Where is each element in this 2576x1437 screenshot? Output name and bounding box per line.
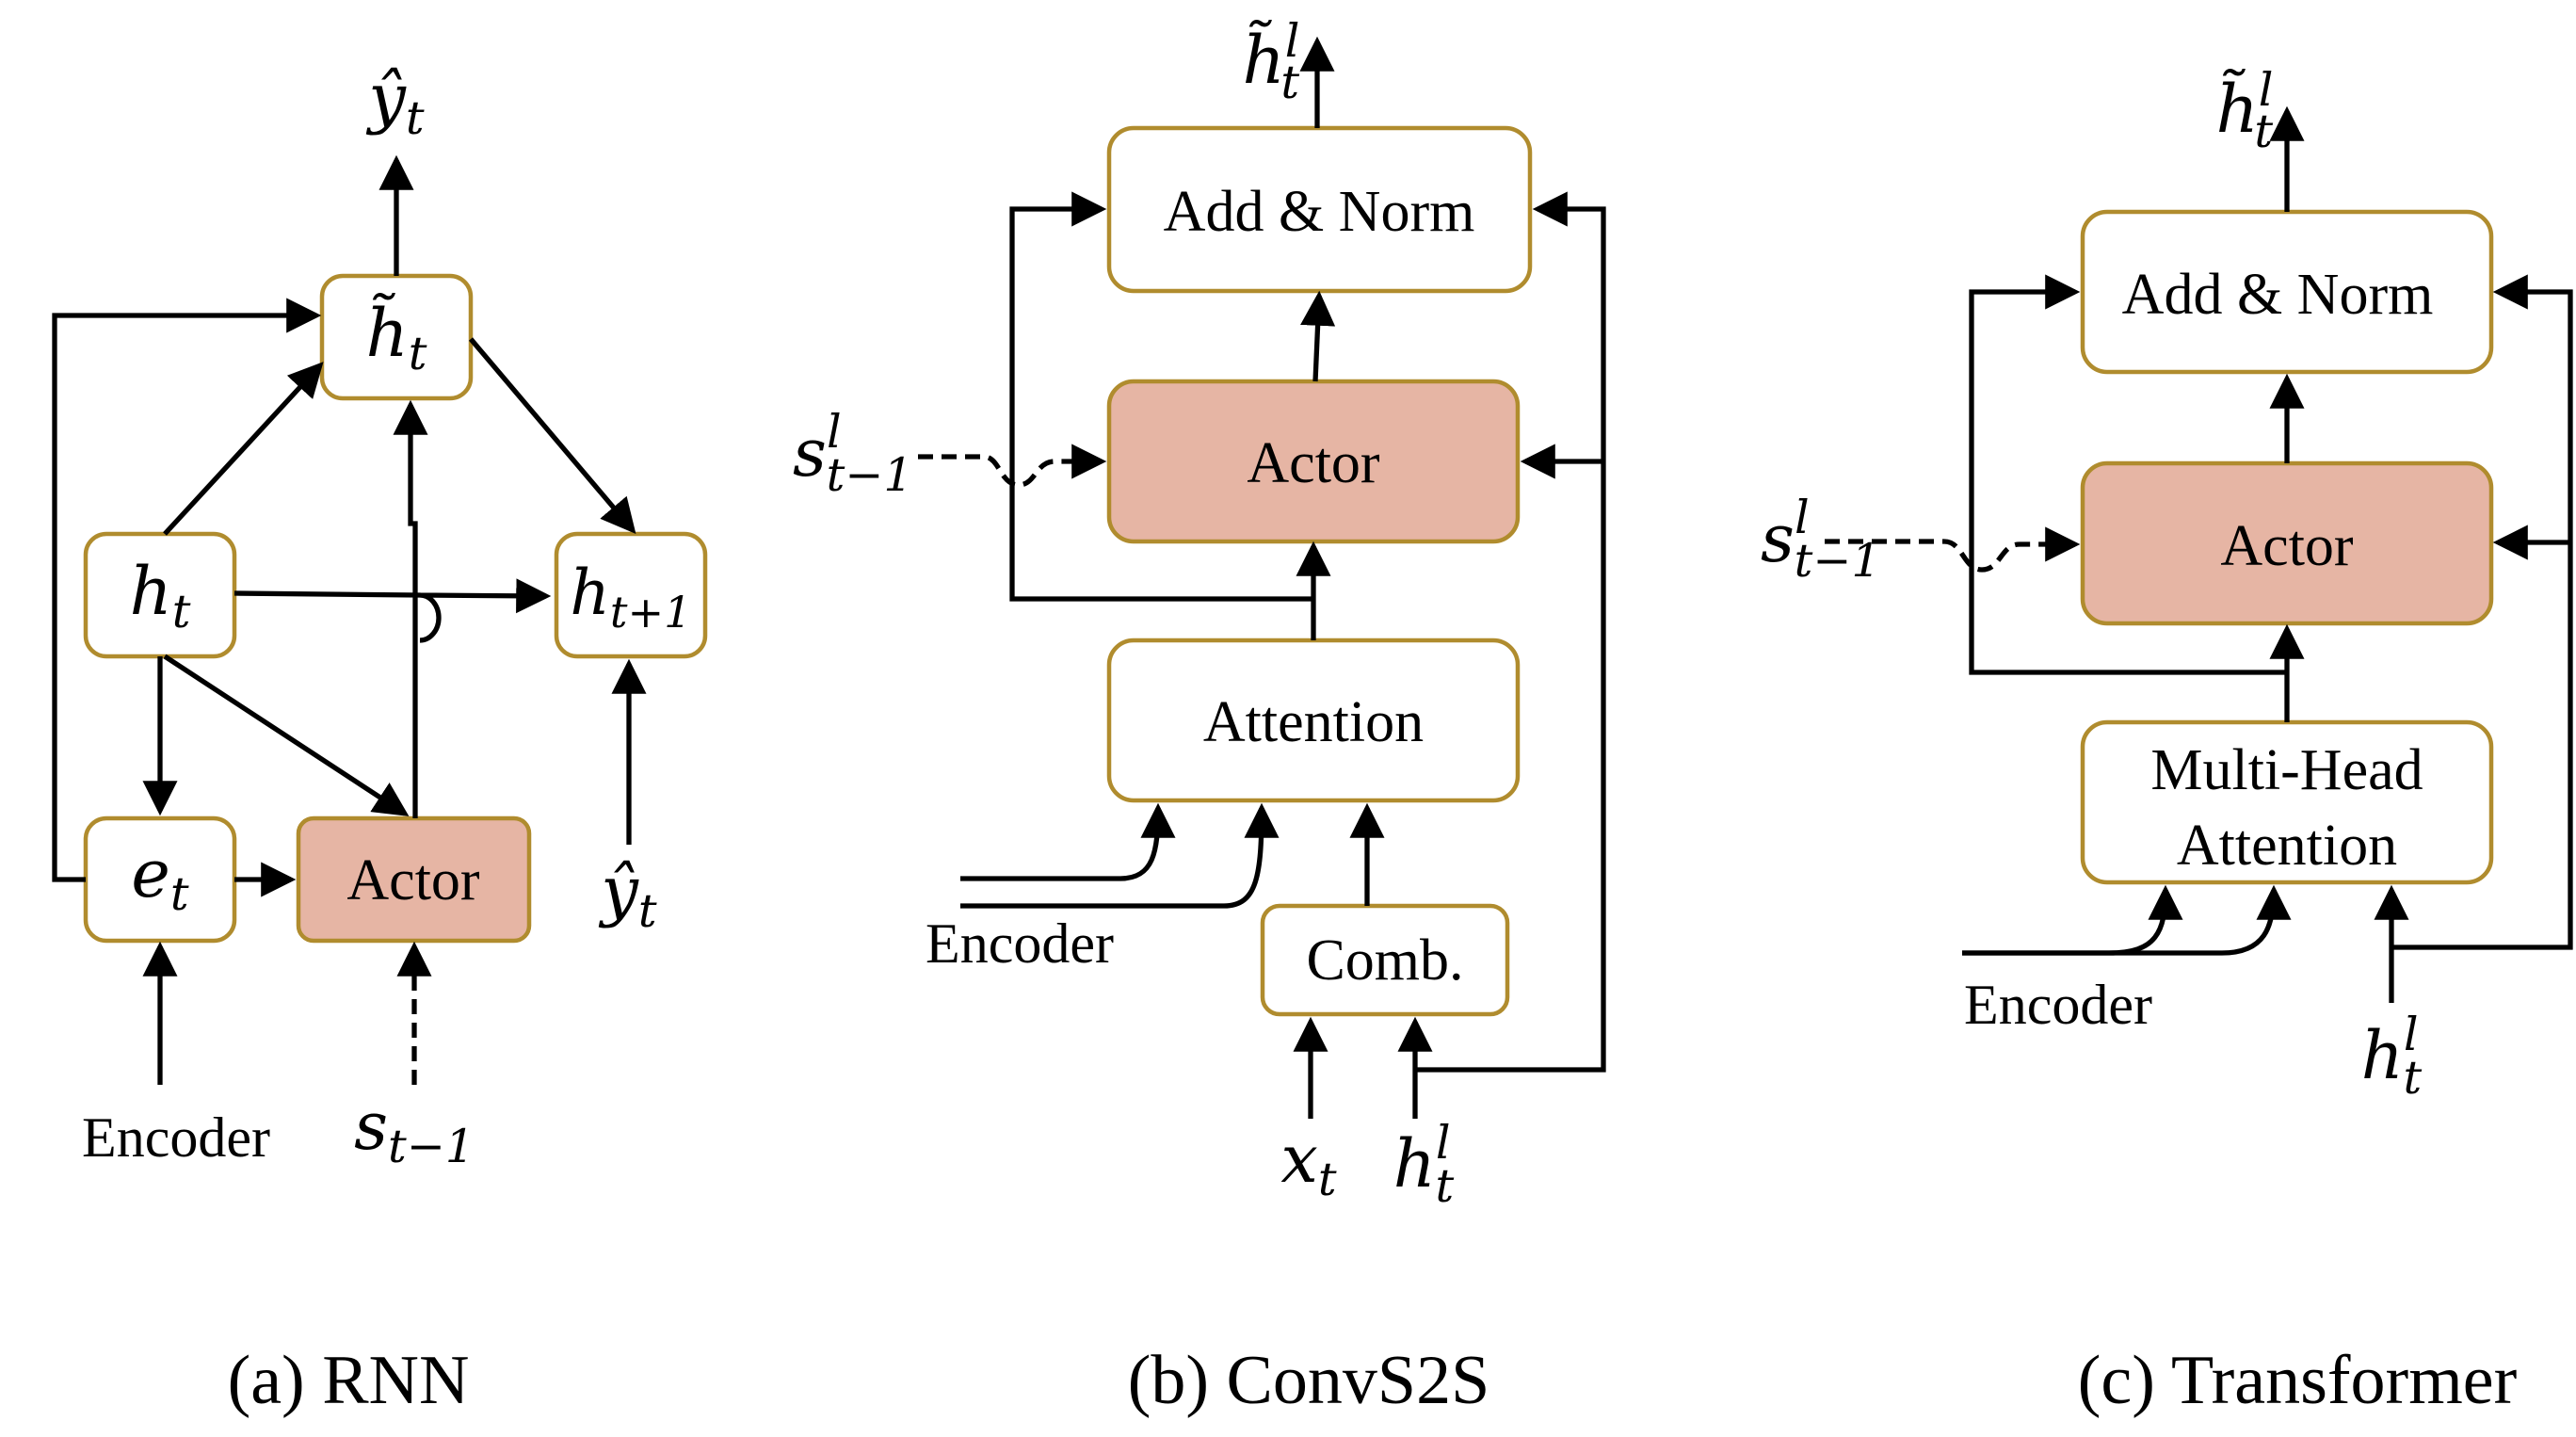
transformer-encoder-arrow-1	[1962, 884, 2183, 956]
transformer-mha-label-line1: Multi-Head	[2150, 738, 2423, 802]
rnn-skip-arrow	[52, 298, 322, 882]
rnn-h-to-actor-arrow	[163, 654, 410, 816]
convs2s-actor-label: Actor	[1247, 431, 1380, 495]
rnn-encoder-label: Encoder	[82, 1106, 270, 1169]
convs2s-comb-node	[1260, 903, 1510, 1017]
convs2s-caption: (b) ConvS2S	[1128, 1342, 1489, 1419]
rnn-h-to-hnext-arrow	[233, 593, 546, 643]
convs2s-residual-left	[1009, 191, 1313, 602]
convs2s-state-arrow	[918, 444, 1107, 488]
rnn-y-hat-output-label: ŷt	[365, 59, 425, 145]
convs2s-attention-label: Attention	[1203, 690, 1424, 754]
convs2s-residual-right-addnorm	[1415, 191, 1606, 1073]
rnn-actor-label: Actor	[346, 848, 480, 912]
convs2s-x-label: xt	[1280, 1121, 1336, 1206]
transformer-add-norm-label: Add & Norm	[2122, 263, 2434, 327]
transformer-caption: (c) Transformer	[2078, 1342, 2518, 1419]
rnn-h-next-label: ht+1	[570, 557, 691, 638]
rnn-y-hat-input-label: ŷt	[598, 852, 657, 938]
rnn-state-label: st−1	[354, 1088, 475, 1173]
transformer-mha-label-line2: Attention	[2177, 814, 2397, 878]
transformer-encoder-label: Encoder	[1964, 974, 2152, 1036]
transformer-residual-right-addnorm	[2391, 274, 2573, 950]
transformer-residual-left	[1969, 274, 2287, 675]
transformer-actor-label: Actor	[2220, 514, 2354, 578]
rnn-h-tilde-label: h̃t	[366, 294, 427, 380]
transformer-encoder-arrow-2	[1962, 884, 2292, 956]
convs2s-add-norm-label: Add & Norm	[1164, 180, 1475, 244]
convs2s-actor-to-addnorm-arrow	[1300, 290, 1336, 382]
rnn-h-to-htilde-arrow	[163, 362, 324, 536]
convs2s-comb-label: Comb.	[1306, 928, 1463, 993]
convs2s-encoder-arrow-1	[960, 802, 1176, 881]
rnn-htilde-to-hnext-arrow	[468, 337, 636, 535]
rnn-caption: (a) RNN	[228, 1342, 470, 1419]
rnn-actor-to-htilde-arrow	[393, 399, 428, 818]
transformer-state-arrow	[1825, 526, 2081, 573]
rnn-e-label: et	[131, 835, 188, 921]
convs2s-encoder-label: Encoder	[926, 912, 1114, 975]
rnn-h-label: ht	[130, 553, 191, 638]
rnn-diagram: ŷt h̃t ht ht+1 et Actor ŷt Encoder st−1 …	[52, 59, 708, 1419]
convs2s-encoder-arrow-2	[960, 802, 1280, 909]
